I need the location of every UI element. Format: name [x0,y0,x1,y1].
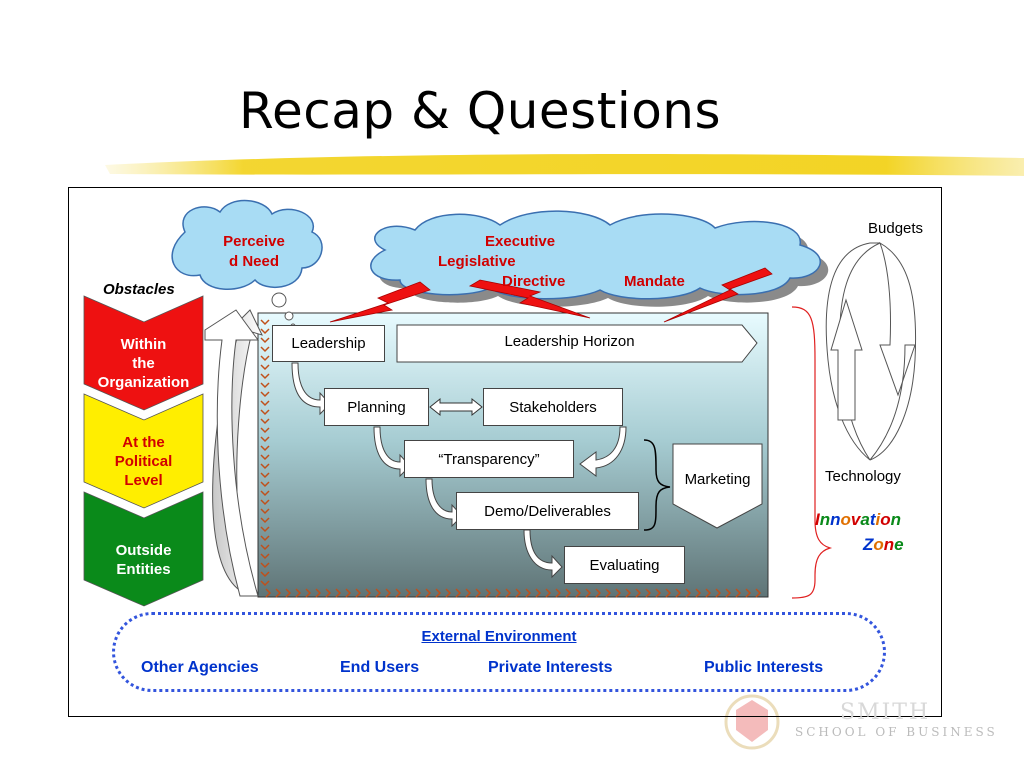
perceived-need-label: Perceive d Need [223,233,285,270]
chevron-outside [83,491,204,607]
leadership-box: Leadership [272,325,385,362]
logo-seal [724,694,780,750]
thought-bubbles [271,292,296,329]
title-highlight [105,154,1024,176]
marketing-brace [643,439,671,531]
directive-label: Directive [502,273,566,290]
budgets-label: Budgets [868,220,924,237]
lightning-bolts [329,267,773,323]
marketing-label: Marketing [684,471,751,488]
chevron-political [83,393,204,509]
logo-watermark: SMITH [840,700,931,725]
stakeholders-box: Stakeholders [483,388,623,426]
perceived-need-cloud [171,199,323,291]
obstacles-entry-arrow [204,309,259,597]
diagram-frame [68,187,942,717]
within-organization-label: Within the Organization [97,336,190,391]
panel-chevron-border [260,319,762,598]
obstacles-heading: Obstacles [103,281,175,298]
executive-label: Executive [485,233,556,250]
logo-text: SCHOOL OF BUSINESS [795,725,998,739]
demo-deliverables-box: Demo/Deliverables [456,492,639,530]
transparency-box: “Transparency” [404,440,574,478]
leadership-horizon-label: Leadership Horizon [504,333,635,350]
cycle-arrows [825,241,917,461]
outside-entities-label: Outside Entities [115,542,172,578]
external-item-private-interests: Private Interests [488,659,613,676]
flow-arrows [291,362,627,579]
leadership-horizon-shape [396,324,758,363]
marketing-shape [672,443,763,529]
technology-label: Technology [825,468,901,485]
planning-stakeholders-arrow [429,397,483,417]
page-title: Recap & Questions [238,82,722,140]
mandate-label: Mandate [624,273,685,290]
innovation-bracket [791,306,833,599]
external-item-public-interests: Public Interests [704,659,824,676]
innovation-label: Innovation [815,510,902,529]
external-environment-heading: External Environment [421,628,577,645]
zone-label: Zone [863,535,904,554]
obstacle-chevrons [83,295,204,607]
political-level-label: At the Political Level [114,434,173,489]
chevron-within [83,295,204,411]
external-environment-box [112,612,886,692]
legislative-label: Legislative [438,253,516,270]
external-item-end-users: End Users [340,659,420,676]
planning-box: Planning [324,388,429,426]
external-item-other-agencies: Other Agencies [141,659,259,676]
evaluating-box: Evaluating [564,546,685,584]
